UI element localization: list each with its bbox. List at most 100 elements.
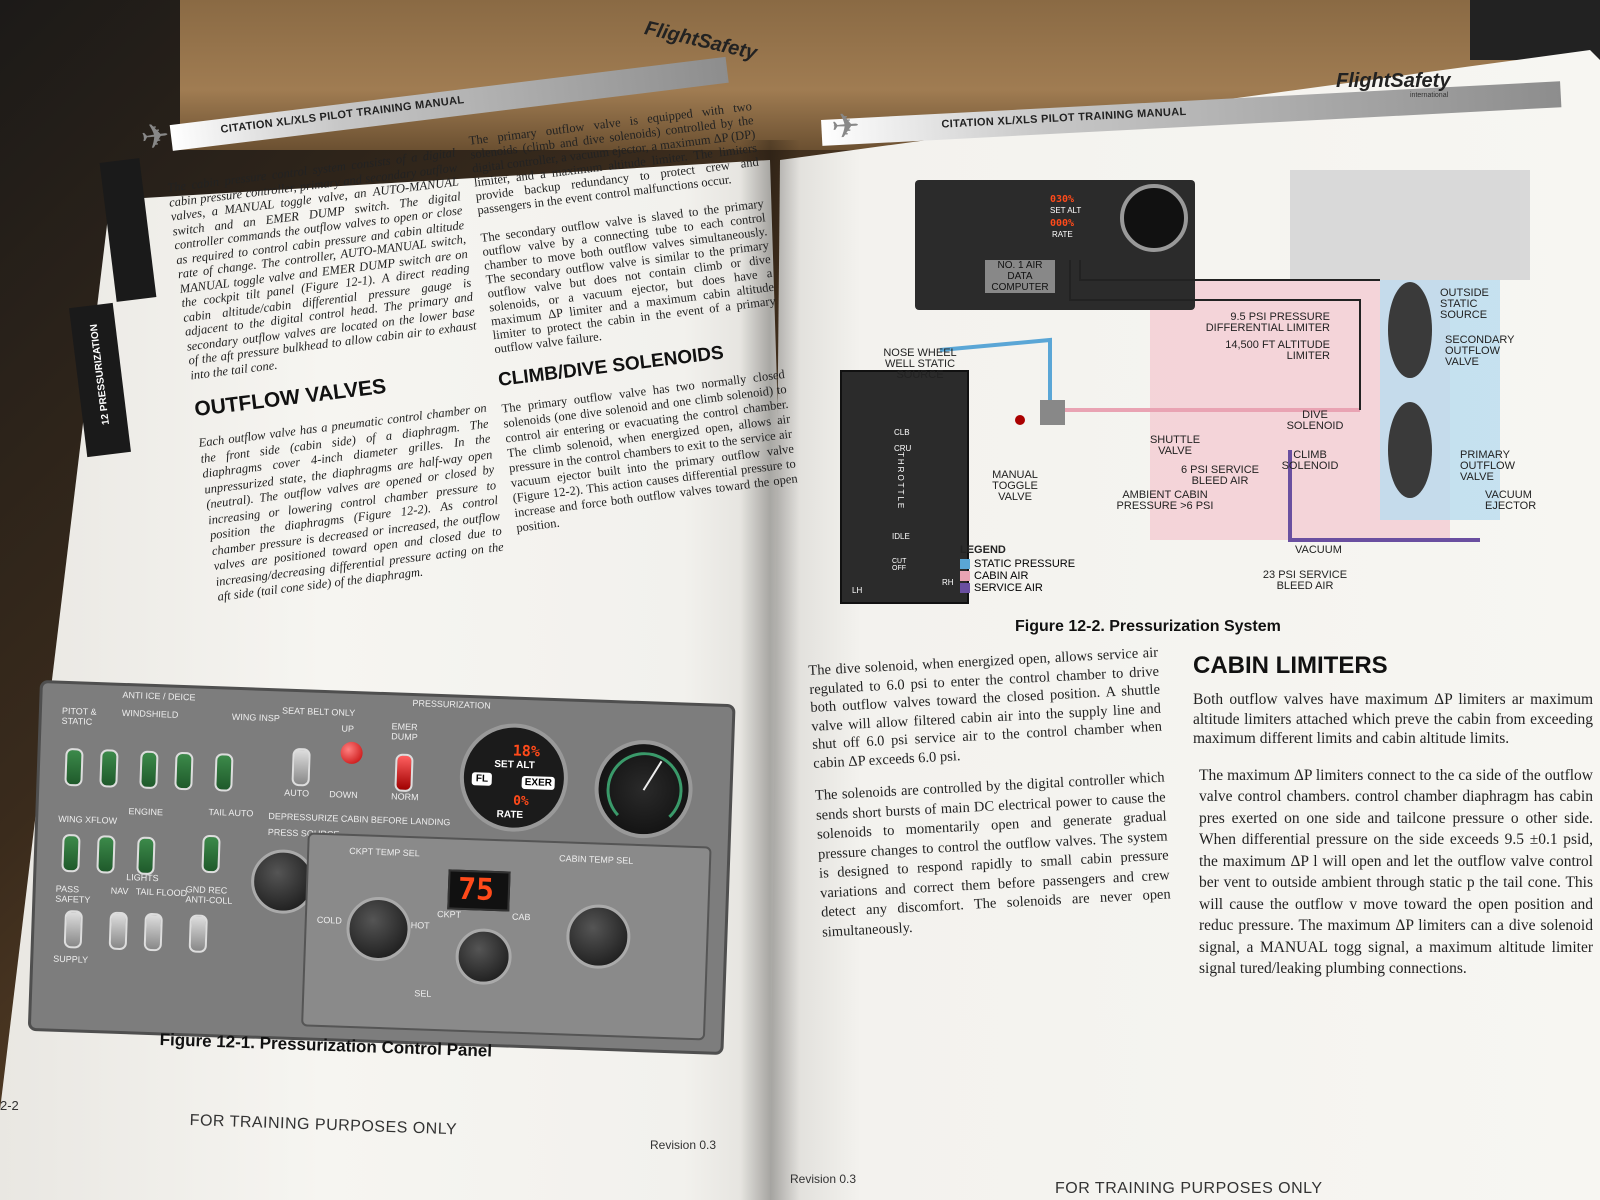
- right-revision: Revision 0.3: [790, 1172, 857, 1186]
- label-wing-insp: WING INSP: [231, 711, 280, 724]
- gauge-arc: [605, 750, 684, 830]
- label-norm: NORM: [390, 791, 419, 803]
- dive-solenoid-paragraph: The dive solenoid, when energized open, …: [808, 644, 1163, 772]
- controller-exer-button[interactable]: EXER: [521, 775, 556, 791]
- outflow-paragraph: Each outflow valve has a pneumatic contr…: [197, 400, 505, 604]
- legend-cabin: CABIN AIR: [960, 570, 1075, 582]
- label-engine: ENGINE: [128, 806, 164, 818]
- ckpt-temp-knob[interactable]: [345, 895, 412, 963]
- right-col-1: The dive solenoid, when energized open, …: [808, 644, 1172, 943]
- service-line: [1288, 450, 1480, 542]
- alt-limiter-label: 14,500 FT ALTITUDE LIMITER: [1225, 339, 1330, 362]
- label-supply: SEL: [414, 988, 432, 999]
- diagram-ctrl-set-alt: SET ALT: [1050, 206, 1082, 215]
- throttle-lh: LH: [852, 586, 863, 595]
- cabin-temp-knob[interactable]: [565, 903, 632, 970]
- throttle-idle: IDLE: [892, 532, 910, 541]
- throttle-clb: CLB: [894, 428, 910, 437]
- pitot-static-switch[interactable]: [64, 747, 84, 787]
- pressurization-system-diagram: 030% SET ALT 000% RATE NO. 1 AIR DATA CO…: [820, 160, 1540, 630]
- pass-safety-switch[interactable]: [63, 910, 83, 949]
- outside-static-label: OUTSIDE STATIC SOURCE: [1440, 287, 1489, 321]
- windshield-r-switch[interactable]: [139, 750, 159, 790]
- legend-static: STATIC PRESSURE: [960, 558, 1075, 570]
- cabin-pressure-controller[interactable]: 18% SET ALT FL EXER 0% RATE: [458, 721, 570, 834]
- primary-outflow-valve-shape: [1388, 402, 1432, 498]
- cabin-limiters-paragraph-2: The maximum ΔP limiters connect to the c…: [1199, 766, 1593, 978]
- right-footer: FOR TRAINING PURPOSES ONLY: [1055, 1180, 1323, 1197]
- shuttle-valve-label: SHUTTLE VALVE: [1149, 434, 1201, 457]
- throttle-cru: CRU: [894, 444, 912, 453]
- label-lights: LIGHTS: [125, 872, 159, 884]
- label-ckpt-temp-sel: CKPT TEMP SEL: [349, 845, 420, 859]
- tail-flood-switch[interactable]: [143, 912, 163, 952]
- label-wing-xflow: WING XFLOW: [57, 813, 118, 826]
- dive-solenoid-label: DIVE SOLENOID: [1286, 409, 1344, 432]
- windshield-air-switch[interactable]: [174, 751, 194, 791]
- label-up: UP: [341, 723, 355, 734]
- right-brand-logo: FlightSafety: [1336, 70, 1451, 92]
- auto-manual-switch[interactable]: [291, 747, 311, 787]
- heading-cabin-limiters: CABIN LIMITERS: [1193, 652, 1388, 679]
- manual-toggle-knob: [1015, 415, 1025, 425]
- throttle-rh: RH: [942, 578, 954, 587]
- manual-toggle-fitting: [1040, 400, 1065, 425]
- legend-cabin-swatch: [960, 571, 970, 582]
- controller-fl-button[interactable]: FL: [471, 772, 493, 786]
- climb-solenoid-label: CLIMB SOLENOID: [1281, 449, 1339, 472]
- right-col-2: CABIN LIMITERS Both outflow valves have …: [1193, 652, 1593, 980]
- diagram-ctrl-bottom: 000%: [1050, 218, 1075, 229]
- legend: LEGEND STATIC PRESSURE CABIN AIR SERVICE…: [960, 545, 1075, 594]
- nav-switch[interactable]: [108, 911, 128, 951]
- label-hot: HOT: [410, 920, 430, 931]
- windshield-l-switch[interactable]: [99, 749, 119, 788]
- right-plane-icon: ✈: [830, 106, 861, 147]
- panel-section-pressurization: PRESSURIZATION: [412, 698, 491, 711]
- air-data-computer-label: NO. 1 AIR DATA COMPUTER: [985, 260, 1055, 293]
- left-revision: Revision 0.3: [650, 1138, 717, 1152]
- keyboard-corner: [1470, 0, 1600, 60]
- solenoid-control-paragraph: The solenoids are controlled by the digi…: [814, 769, 1172, 941]
- right-brand-sub: international: [1410, 92, 1449, 99]
- emer-dump-switch[interactable]: [394, 753, 414, 793]
- controller-display-bottom: 0%: [512, 793, 529, 810]
- right-header-title: CITATION XL/XLS PILOT TRAINING MANUAL: [941, 105, 1187, 131]
- psi-bleed-label: 6 PSI SERVICE BLEED AIR: [1180, 464, 1260, 487]
- gnd-rec-switch[interactable]: [188, 914, 208, 953]
- left-col-1: The cabin pressure control system consis…: [166, 146, 506, 606]
- label-ckpt: CKPT: [436, 909, 462, 920]
- label-emer-dump: EMER DUMP: [391, 721, 418, 743]
- wing-insp-switch[interactable]: [214, 753, 234, 792]
- panel-section-anti-ice: ANTI ICE / DEICE: [122, 689, 196, 703]
- secondary-valve-label: SECONDARY OUTFLOW VALVE: [1445, 334, 1515, 368]
- label-auto: AUTO: [284, 787, 310, 799]
- intro-paragraph: The cabin pressure control system consis…: [166, 145, 478, 382]
- engine-r-switch[interactable]: [136, 836, 156, 876]
- legend-service: SERVICE AIR: [960, 582, 1075, 594]
- legend-static-swatch: [960, 559, 970, 570]
- wing-xflow-switch[interactable]: [61, 833, 81, 873]
- static-line: [939, 337, 1052, 410]
- temp-select-subpanel: CKPT TEMP SEL CABIN TEMP SEL 75 COLD HOT…: [301, 832, 712, 1041]
- cabin-limiters-paragraph-1: Both outflow valves have maximum ΔP limi…: [1193, 691, 1593, 747]
- label-cab: CAB: [511, 911, 531, 923]
- engine-l-switch[interactable]: [96, 835, 116, 874]
- label-tail-auto: TAIL AUTO: [208, 806, 254, 819]
- figure-12-2-caption: Figure 12-2. Pressurization System: [1015, 618, 1281, 635]
- book-spine-shadow: [740, 140, 800, 1200]
- temp-readout-display: 75: [447, 869, 511, 912]
- label-press-system-select: SEAT BELT ONLY: [281, 705, 356, 719]
- secondary-outflow-paragraph: The secondary outflow valve is slaved to…: [479, 196, 777, 357]
- tail-auto-switch[interactable]: [201, 834, 221, 874]
- vacuum-ejector-label: VACUUM EJECTOR: [1485, 489, 1537, 512]
- left-plane-icon: ✈: [138, 116, 172, 158]
- label-cold: COLD: [316, 914, 342, 926]
- chapter-tab-label: 12 PRESSURIZATION: [88, 323, 112, 426]
- manual-toggle-valve[interactable]: [340, 741, 364, 765]
- legend-service-label: SERVICE AIR: [974, 582, 1043, 594]
- temp-selector-knob[interactable]: [454, 927, 513, 986]
- label-seat-belt: SUPPLY: [53, 953, 89, 965]
- secondary-outflow-valve-shape: [1388, 282, 1432, 378]
- diagram-ctrl-rate: RATE: [1052, 230, 1073, 239]
- diagram-ctrl-top: 030%: [1050, 194, 1075, 205]
